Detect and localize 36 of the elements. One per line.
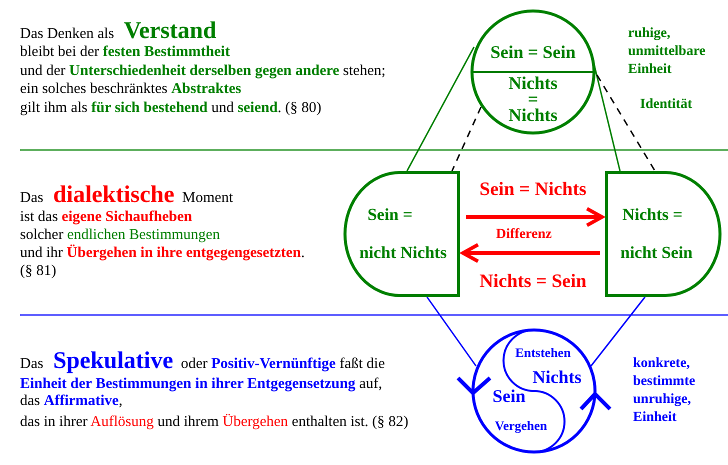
node-text: Vergehen: [494, 418, 548, 434]
text-line: solcher endlichen Bestimmungen: [20, 226, 220, 244]
text-line: Das Spekulative oder Positiv-Vernünftige faßt die: [20, 347, 385, 376]
connector-line: [451, 106, 482, 172]
text-line: gilt ihm als für sich bestehend und seiend. (§ 80): [20, 99, 322, 117]
node-text: Sein: [491, 385, 526, 407]
side-note: Identität: [640, 96, 694, 114]
text-line: bleibt bei der festen Bestimmtheit: [20, 43, 230, 61]
text-line: das Affirmative,: [20, 392, 122, 410]
text-line: und ihr Übergehen in ihre entgegengesetzten.: [20, 244, 305, 262]
node-text: Nichts = Nichts: [508, 75, 558, 123]
arrow: [466, 206, 604, 228]
connector-line: [596, 74, 656, 172]
node-text: Nichts: [532, 366, 582, 388]
connector-line: [590, 296, 646, 366]
text-line: Einheit der Bestimmungen in ihrer Entgegensetzung auf,: [20, 375, 382, 393]
text-line: ist das eigene Sichaufheben: [20, 208, 192, 226]
side-note: ruhige, unmittelbare Einheit: [628, 25, 707, 79]
node-text: Nichts =: [621, 205, 684, 225]
connector-line: [426, 296, 477, 366]
center-label: Differenz: [496, 226, 553, 244]
text-line: Das dialektische Moment: [20, 181, 234, 210]
node-text: Sein =: [366, 205, 414, 225]
connector-line: [593, 64, 621, 172]
node-text: nicht Nichts: [358, 243, 448, 263]
arrow: [461, 242, 600, 264]
text-line: ein solches beschränktes Abstraktes: [20, 80, 242, 98]
text-line: (§ 81): [20, 262, 56, 280]
text-line: und der Unterschiedenheit derselben gegen andere stehen;: [20, 62, 386, 80]
connector-line: [406, 46, 475, 172]
text-line: das in ihrer Auflösung und ihrem Übergehen enthalten ist. (§ 82): [20, 413, 408, 431]
node-text: nicht Sein: [619, 243, 694, 263]
node-text: Entstehen: [514, 345, 572, 361]
side-note: konkrete, bestimmte unruhige, Einheit: [633, 355, 696, 427]
text-line: Das Denken als Verstand: [20, 17, 218, 46]
node-text: Sein = Sein: [489, 41, 577, 63]
